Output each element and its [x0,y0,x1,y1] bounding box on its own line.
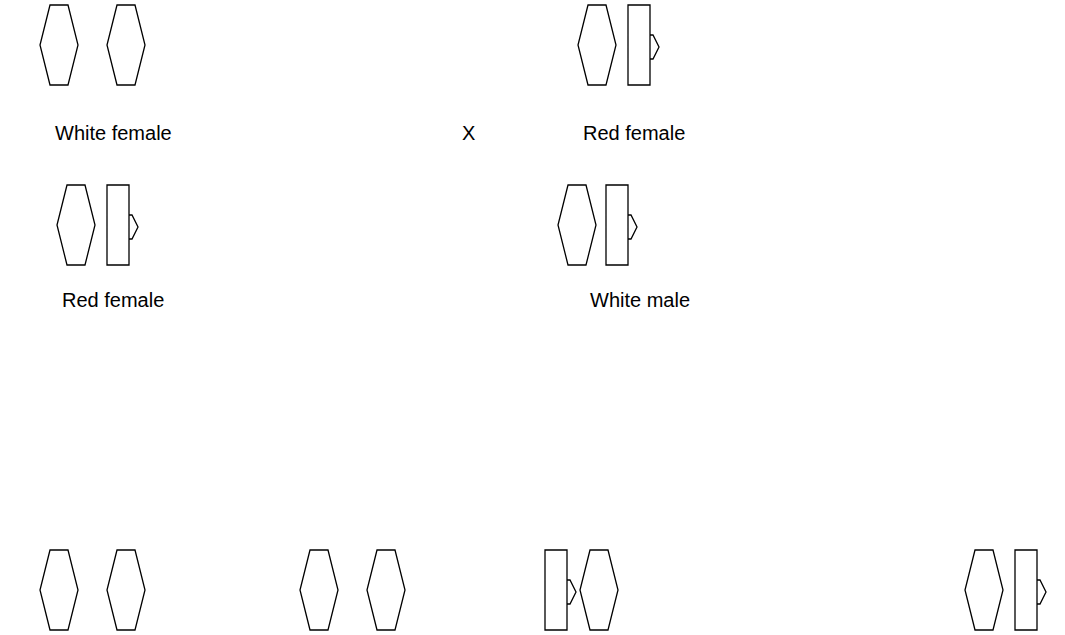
caption-label: White male [590,288,690,312]
caption-label: Red female [583,121,685,145]
caption-label: X [462,121,475,145]
x-chromosome [40,5,1003,630]
caption-label: Red female [62,288,164,312]
y-chromosome [107,5,1046,630]
caption-label: White female [55,121,172,145]
